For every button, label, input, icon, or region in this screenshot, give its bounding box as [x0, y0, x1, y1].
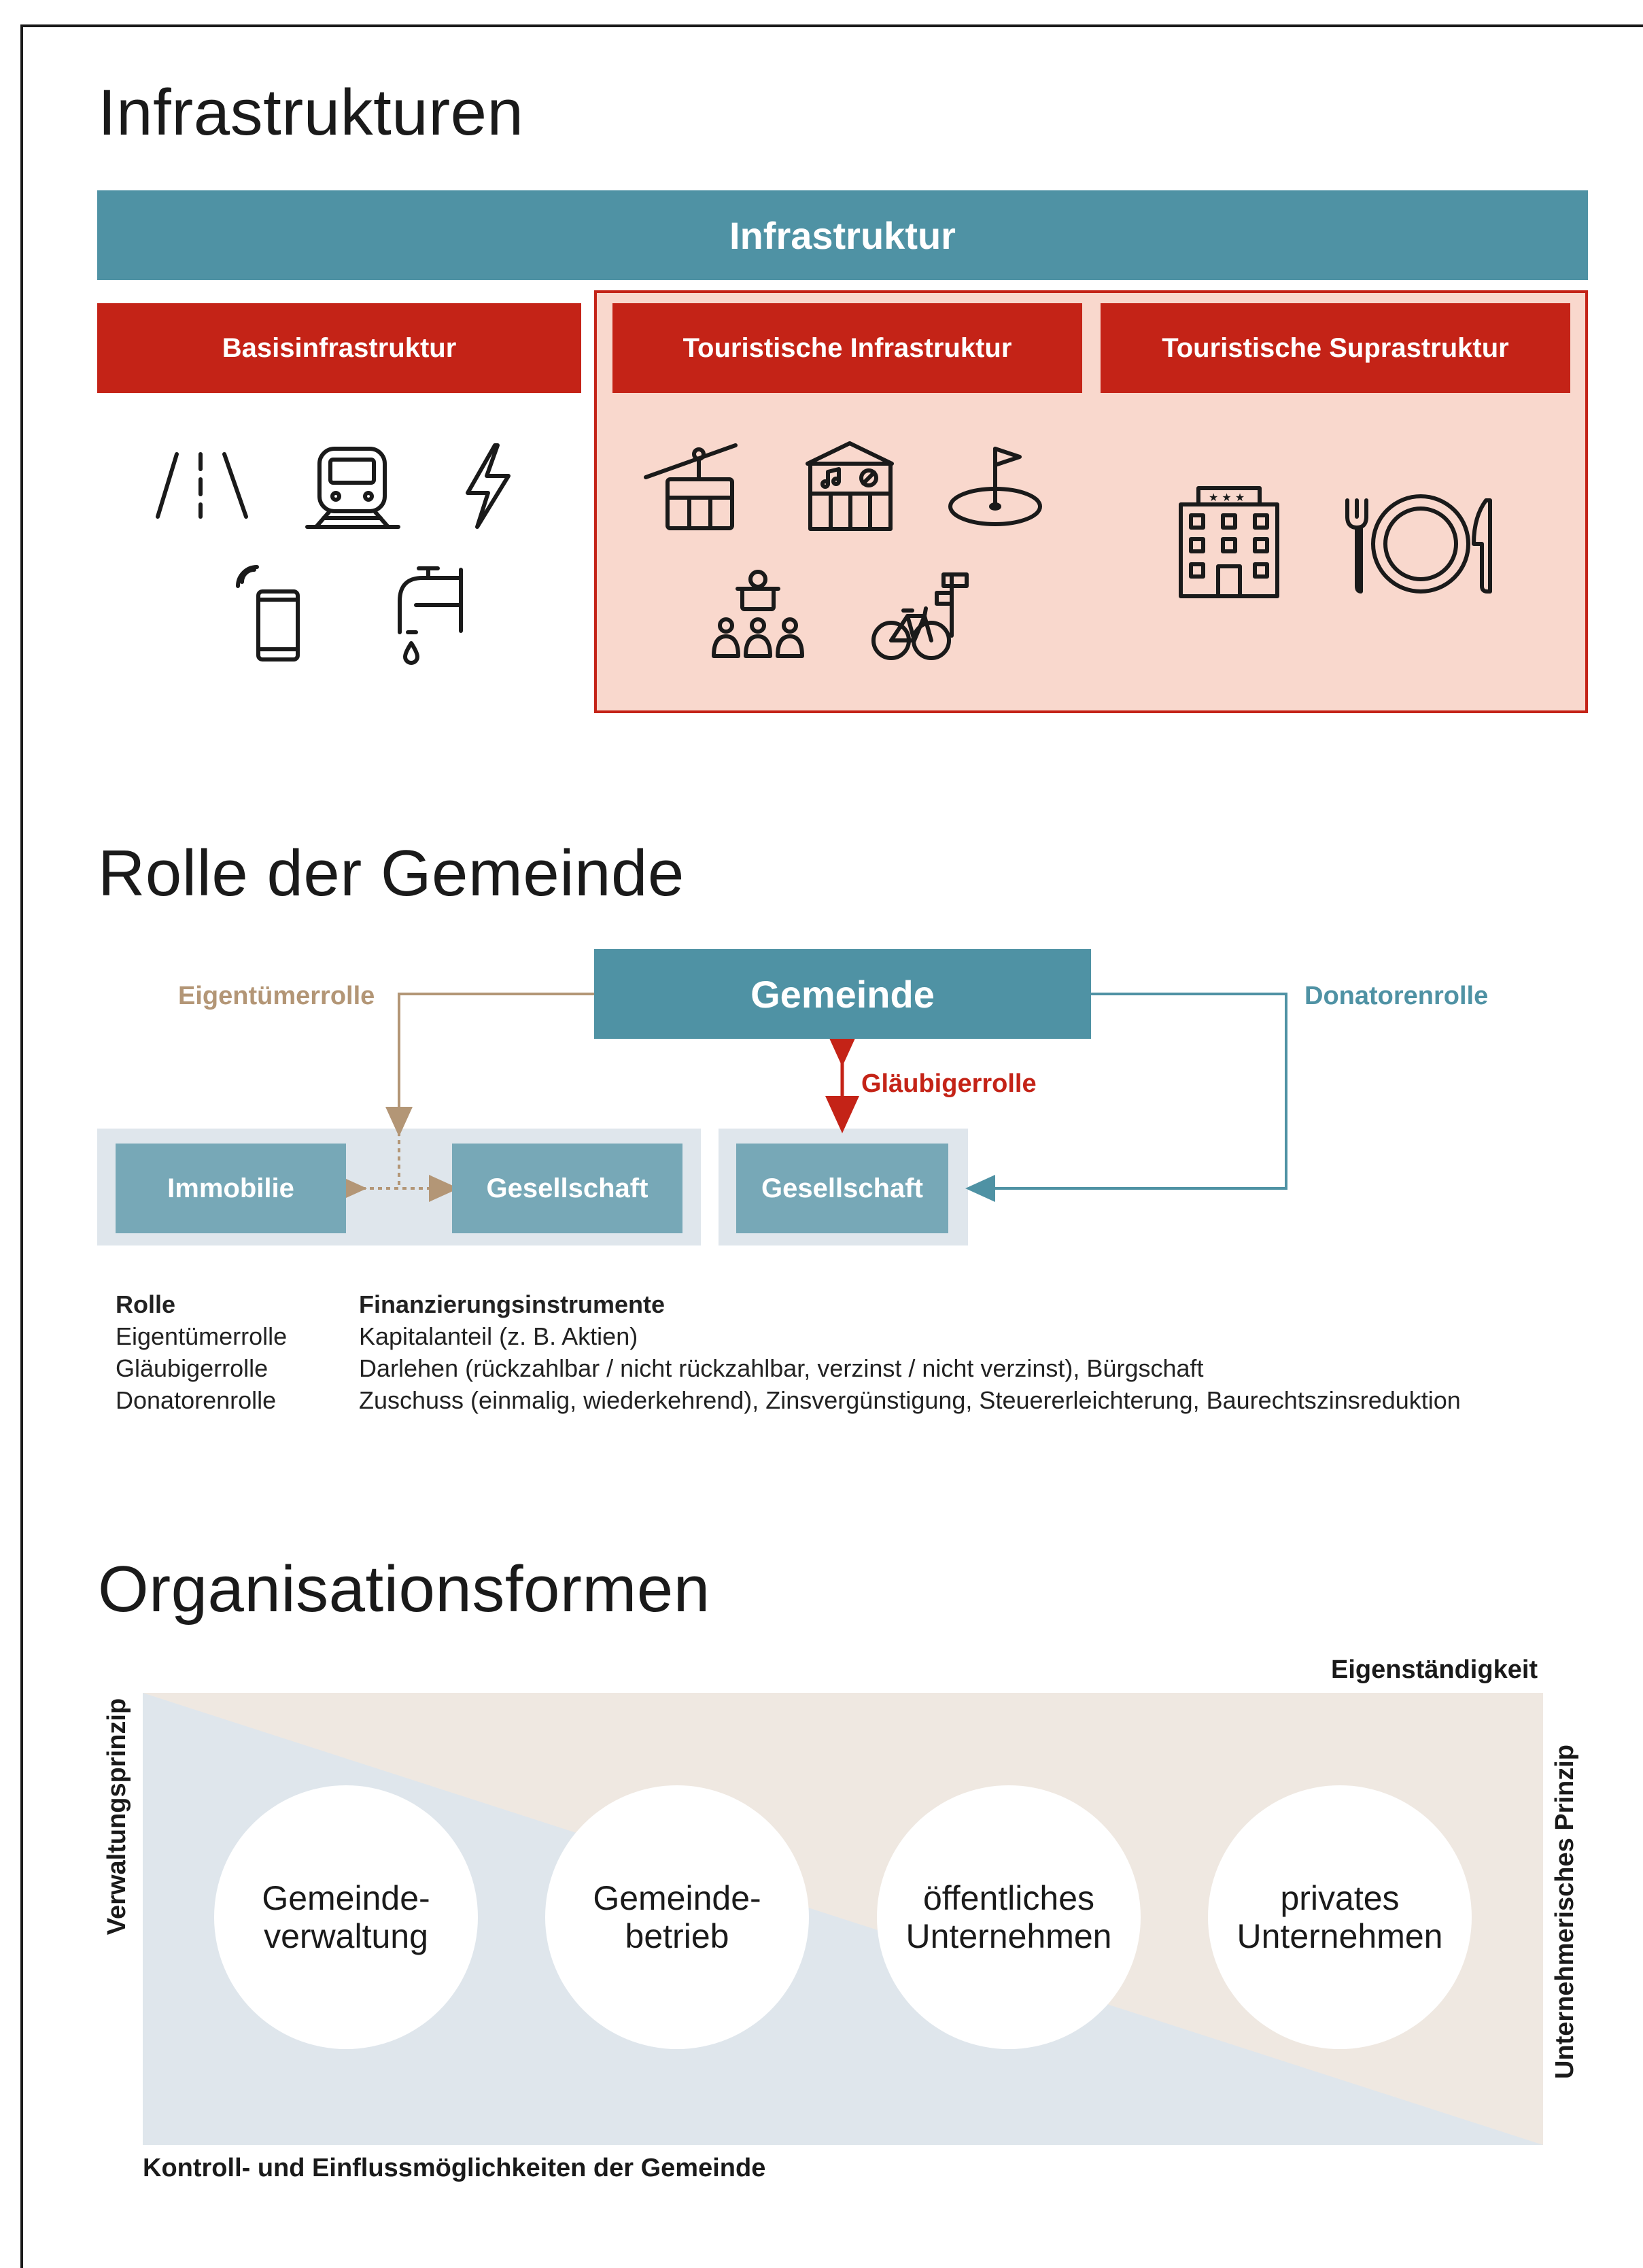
- donor-role-label: Donatorenrolle: [1304, 982, 1489, 1010]
- road-icon: [156, 452, 248, 519]
- immobilie-box: Immobilie: [116, 1144, 346, 1233]
- tourist-infrastructure-header: Touristische Infrastruktur: [612, 303, 1082, 393]
- org-form-line: Unternehmen: [1236, 1917, 1443, 1955]
- section-title-organisation: Organisationsformen: [98, 1553, 710, 1626]
- entrepreneurial-principle-label: Unternehmerisches Prinzip: [1551, 1744, 1579, 2080]
- tourist-suprastructure-header: Touristische Suprastruktur: [1101, 303, 1570, 393]
- org-form-line: verwaltung: [264, 1917, 428, 1955]
- instrument-cell: Kapitalanteil (z. B. Aktien): [359, 1322, 638, 1350]
- instrument-column: Finanzierungsinstrumente Kapitalanteil (…: [359, 1288, 1461, 1416]
- org-form-circle: privates Unternehmen: [1208, 1785, 1472, 2049]
- bicycle-signpost-icon: [871, 572, 969, 660]
- hotel-icon: [1179, 486, 1279, 598]
- role-column-header: Rolle: [116, 1290, 176, 1318]
- restaurant-icon: [1345, 494, 1492, 594]
- infrastructure-header: Infrastruktur: [97, 190, 1588, 280]
- conference-icon: [712, 570, 804, 658]
- gesellschaft-owner-box: Gesellschaft: [452, 1144, 682, 1233]
- role-cell: Eigentümerrolle: [116, 1322, 288, 1350]
- org-form-circle: Gemeinde- betrieb: [545, 1785, 809, 2049]
- org-form-line: Gemeinde-: [593, 1879, 761, 1917]
- instrument-column-header: Finanzierungsinstrumente: [359, 1290, 665, 1318]
- owner-connector: [385, 993, 594, 1137]
- org-form-circle: Gemeinde- verwaltung: [214, 1785, 478, 2049]
- donor-connector: [965, 993, 1287, 1202]
- section-title-infrastructures: Infrastrukturen: [98, 76, 524, 149]
- instrument-cell: Zuschuss (einmalig, wiederkehrend), Zins…: [359, 1386, 1461, 1414]
- event-hall-icon: [806, 441, 894, 531]
- svg-text:★ ★ ★: ★ ★ ★: [1209, 491, 1245, 504]
- instrument-cell: Darlehen (rückzahlbar / nicht rückzahlba…: [359, 1354, 1204, 1382]
- owner-role-label: Eigentümerrolle: [178, 982, 375, 1010]
- independence-label: Eigenständigkeit: [1331, 1655, 1538, 1684]
- role-cell: Donatorenrolle: [116, 1386, 277, 1414]
- water-tap-icon: [398, 566, 463, 665]
- control-influence-label: Kontroll- und Einflussmöglichkeiten der …: [143, 2154, 766, 2182]
- org-form-line: Unternehmen: [905, 1917, 1112, 1955]
- gemeinde-box: Gemeinde: [594, 949, 1091, 1039]
- basis-infrastructure-header: Basisinfrastruktur: [97, 303, 581, 393]
- role-column: Rolle Eigentümerrolle Gläubigerrolle Don…: [116, 1288, 287, 1416]
- administration-principle-label: Verwaltungsprinzip: [103, 1698, 131, 1936]
- role-connectors: [337, 993, 1287, 1202]
- golf-icon: [948, 447, 1042, 526]
- org-form-line: öffentliches: [922, 1879, 1095, 1917]
- electricity-icon: [466, 443, 511, 529]
- train-icon: [305, 447, 400, 529]
- role-cell: Gläubigerrolle: [116, 1354, 269, 1382]
- infrastructure-icons: ★ ★ ★: [156, 441, 1492, 665]
- org-form-line: privates: [1280, 1879, 1400, 1917]
- org-form-line: betrieb: [625, 1917, 729, 1955]
- page-frame: [20, 24, 1643, 2268]
- section-title-roles: Rolle der Gemeinde: [98, 837, 685, 910]
- org-form-line: Gemeinde-: [262, 1879, 430, 1917]
- creditor-role-label: Gläubigerrolle: [861, 1069, 1037, 1098]
- org-form-circle: öffentliches Unternehmen: [877, 1785, 1141, 2049]
- cable-car-icon: [644, 443, 738, 530]
- gesellschaft-creditor-box: Gesellschaft: [736, 1144, 948, 1233]
- mobile-phone-icon: [236, 565, 300, 662]
